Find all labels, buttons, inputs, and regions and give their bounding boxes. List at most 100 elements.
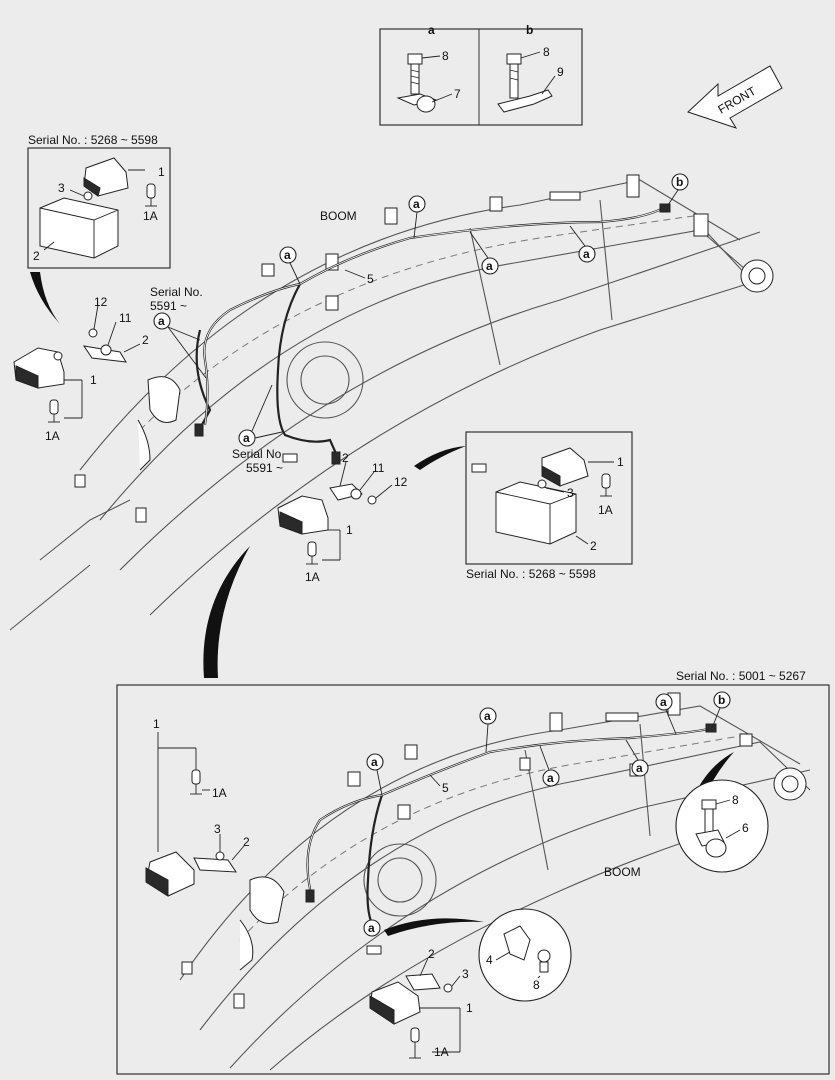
callout-a: a bbox=[363, 919, 381, 937]
callout-a: a bbox=[578, 245, 596, 263]
bottom-wire-label: 5 bbox=[442, 781, 449, 795]
svg-text:a: a bbox=[660, 695, 667, 709]
bottom-boom-label: BOOM bbox=[604, 865, 641, 879]
bracket-icon bbox=[193, 857, 237, 873]
inset-left-serial: Serial No. : 5268 ~ 5598 bbox=[28, 133, 158, 147]
inset-right: 1 3 1A 2 Serial No. : 5268 ~ 5598 bbox=[465, 431, 633, 581]
inset-right-serial: Serial No. : 5268 ~ 5598 bbox=[466, 567, 596, 581]
lower-lamp-serial-2: 5591 ~ bbox=[246, 461, 283, 475]
bottom-detail: Serial No. : 5001 ~ 5267 BOOM bbox=[116, 669, 830, 1075]
pointer-swoosh bbox=[30, 272, 60, 324]
svg-text:a: a bbox=[368, 921, 375, 935]
top-wire-harness: 5 bbox=[194, 203, 671, 465]
callout-a: a bbox=[366, 753, 384, 771]
bolt-icon bbox=[407, 53, 423, 95]
bottom-lower-lamp-label-1: 1 bbox=[466, 1001, 473, 1015]
callout-a: a bbox=[542, 769, 560, 787]
detail-b-label-8: 8 bbox=[543, 45, 550, 59]
detail-b-label-9: 9 bbox=[557, 65, 564, 79]
lower-lamp-label-1a: 1A bbox=[305, 570, 320, 584]
svg-text:a: a bbox=[371, 755, 378, 769]
work-lamp-icon bbox=[277, 495, 329, 535]
work-lamp-icon bbox=[13, 347, 65, 389]
detail-a-circle: 4 8 bbox=[478, 908, 572, 1002]
bolt-icon bbox=[88, 328, 98, 338]
lower-lamp-serial-1: Serial No. bbox=[232, 447, 285, 461]
clip-icon bbox=[503, 925, 531, 961]
cover-box-icon bbox=[39, 197, 119, 259]
bulb-icon bbox=[409, 1027, 421, 1059]
detail-a-label-7: 7 bbox=[454, 87, 461, 101]
left-lamp-label-2: 2 bbox=[142, 333, 149, 347]
bracket-icon bbox=[405, 973, 441, 991]
work-lamp-icon bbox=[369, 981, 421, 1025]
left-lamp-label-12: 12 bbox=[94, 295, 108, 309]
washer-icon bbox=[100, 344, 112, 356]
inset-right-label-1a: 1A bbox=[598, 503, 613, 517]
work-lamp-icon bbox=[83, 157, 129, 197]
work-lamp-icon bbox=[145, 851, 195, 897]
top-wire-label: 5 bbox=[367, 272, 374, 286]
bottom-lower-lamp-label-3: 3 bbox=[462, 967, 469, 981]
lower-lamp-label-11: 11 bbox=[372, 461, 385, 475]
left-lamp-label-1a: 1A bbox=[45, 429, 60, 443]
left-lamp-assembly: Serial No. 5591 ~ 12 11 2 1 1A bbox=[13, 285, 203, 443]
svg-text:b: b bbox=[718, 693, 725, 707]
detail-a-label-8: 8 bbox=[442, 49, 449, 63]
lower-lamp-label-12: 12 bbox=[394, 475, 408, 489]
cover-box-icon bbox=[495, 481, 577, 545]
boom-label: BOOM bbox=[320, 209, 357, 223]
inset-right-label-3: 3 bbox=[567, 486, 574, 500]
bottom-lower-lamp-label-2: 2 bbox=[428, 947, 435, 961]
bolt-icon bbox=[537, 949, 551, 973]
svg-text:a: a bbox=[486, 259, 493, 273]
callout-b: b bbox=[713, 691, 731, 709]
left-lamp-serial-1: Serial No. bbox=[150, 285, 203, 299]
bolt-icon bbox=[506, 53, 522, 99]
callout-b: b bbox=[671, 173, 689, 191]
svg-text:a: a bbox=[484, 709, 491, 723]
bottom-detail-b-label-8: 8 bbox=[732, 793, 739, 807]
left-lamp-label-11: 11 bbox=[119, 311, 132, 325]
pointer-swoosh bbox=[203, 546, 250, 678]
bulb-icon bbox=[190, 769, 202, 795]
inset-right-label-1: 1 bbox=[617, 455, 624, 469]
callout-a: a bbox=[408, 195, 426, 213]
bolt-icon bbox=[443, 983, 453, 993]
inset-right-label-2: 2 bbox=[590, 539, 597, 553]
svg-text:a: a bbox=[284, 248, 291, 262]
detail-b-title: b bbox=[526, 23, 533, 37]
callout-a: a bbox=[479, 707, 497, 725]
callout-a: a bbox=[481, 257, 499, 275]
callout-a: a bbox=[279, 246, 297, 264]
bottom-detail-a-label-8: 8 bbox=[533, 978, 540, 992]
bottom-lower-lamp-label-1a: 1A bbox=[434, 1045, 449, 1059]
svg-text:a: a bbox=[636, 761, 643, 775]
front-arrow: FRONT bbox=[687, 65, 783, 129]
bolt-icon bbox=[367, 495, 377, 505]
left-lamp-serial-2: 5591 ~ bbox=[150, 299, 187, 313]
svg-text:b: b bbox=[676, 175, 683, 189]
svg-text:a: a bbox=[413, 197, 420, 211]
callout-a: a bbox=[655, 693, 673, 711]
svg-text:a: a bbox=[243, 431, 250, 445]
work-lamp-icon bbox=[541, 447, 589, 487]
lower-lamp-label-1: 1 bbox=[346, 523, 353, 537]
bulb-icon bbox=[306, 541, 318, 565]
inset-left-label-3: 3 bbox=[58, 181, 65, 195]
detail-box-ab: a b 8 7 8 9 bbox=[379, 23, 583, 126]
detail-a-title: a bbox=[428, 23, 435, 37]
bottom-left-lamp-label-2: 2 bbox=[243, 835, 250, 849]
lower-lamp-label-2: 2 bbox=[342, 451, 349, 465]
inset-left-label-2: 2 bbox=[33, 249, 40, 263]
bulb-icon bbox=[48, 399, 60, 423]
bottom-left-lamp-label-1a: 1A bbox=[212, 786, 227, 800]
callout-a: a bbox=[238, 429, 256, 447]
callout-a: a bbox=[631, 759, 649, 777]
bottom-detail-b-label-6: 6 bbox=[742, 821, 749, 835]
inset-left-label-1a: 1A bbox=[143, 209, 158, 223]
top-callouts: a a a a a a b bbox=[153, 173, 689, 447]
clip-icon bbox=[695, 829, 727, 858]
bottom-serial: Serial No. : 5001 ~ 5267 bbox=[676, 669, 806, 683]
